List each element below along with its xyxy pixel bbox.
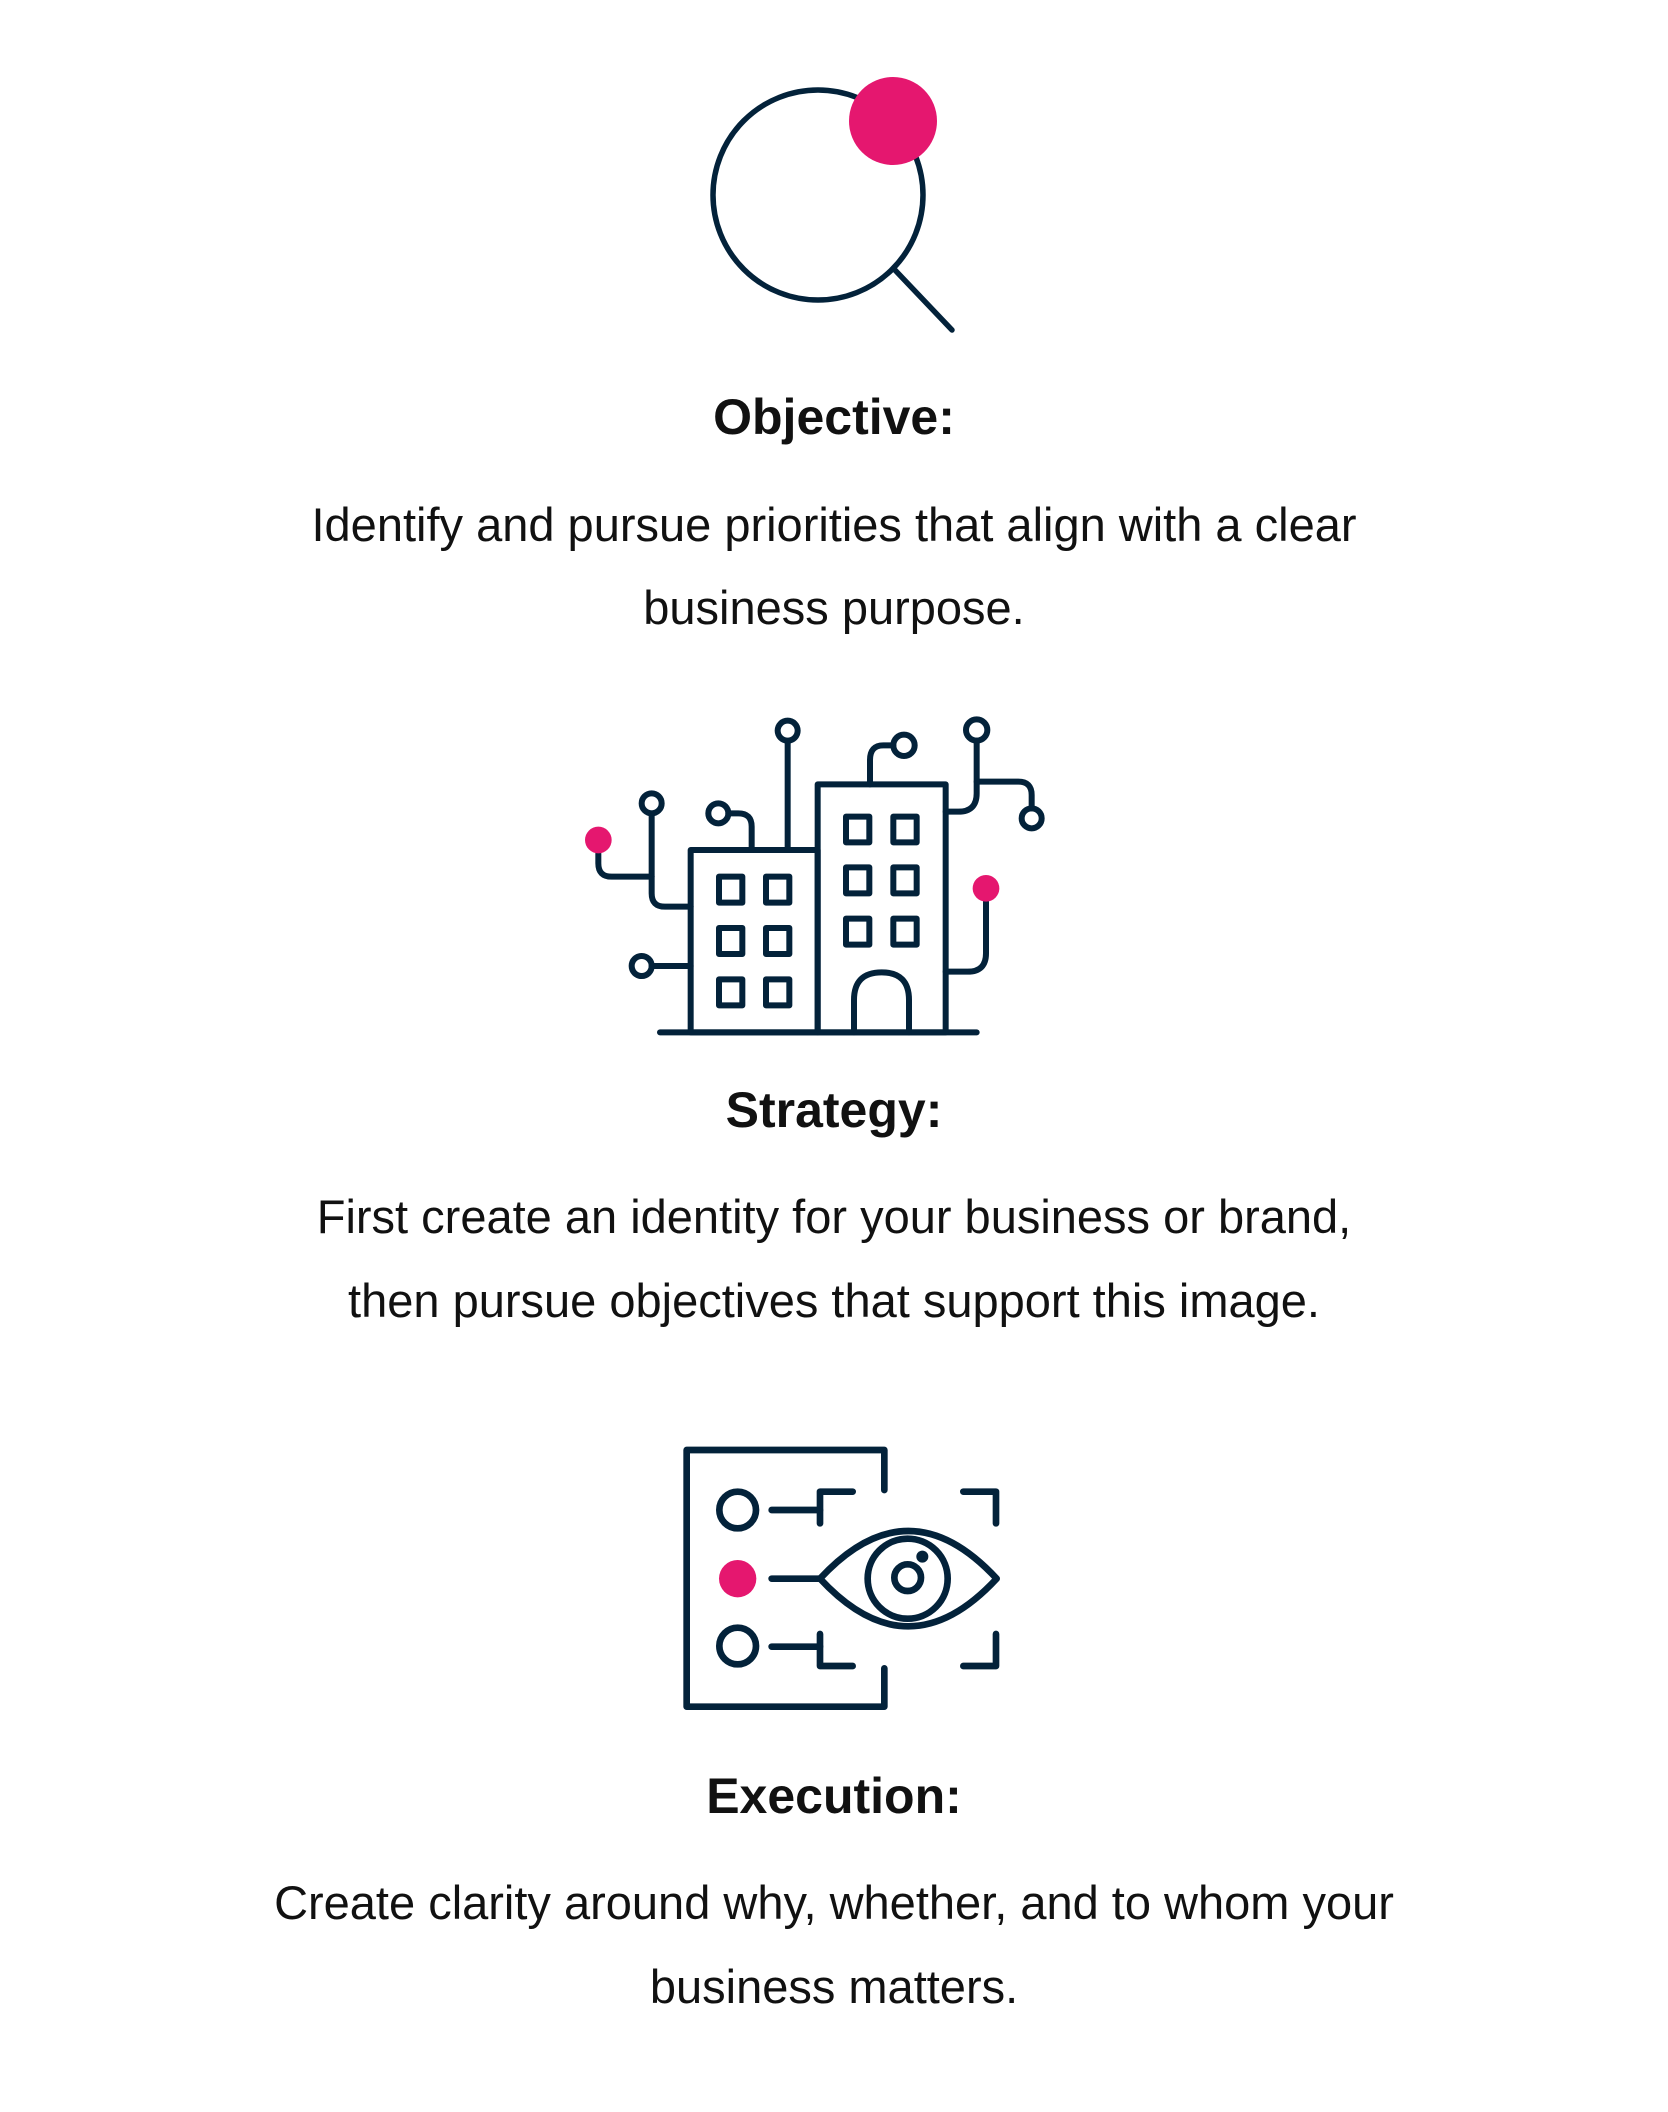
execution-heading: Execution: — [706, 1768, 962, 1824]
objective-text-line-2: business purpose. — [643, 581, 1025, 634]
strategy-text-line-2: then pursue objectives that support this… — [348, 1274, 1320, 1327]
buildings-network-icon — [585, 716, 1045, 1036]
objective-heading: Objective: — [713, 389, 955, 445]
execution-text-line-1: Create clarity around why, whether, and … — [274, 1876, 1394, 1929]
strategy-heading: Strategy: — [725, 1082, 943, 1138]
execution-text-line-2: business matters. — [649, 1960, 1019, 2013]
objective-text-line-1: Identify and pursue priorities that alig… — [311, 498, 1357, 551]
strategy-text-line-1: First create an identity for your busine… — [316, 1190, 1352, 1243]
magnifier-icon — [710, 77, 955, 333]
document-eye-icon — [683, 1446, 1000, 1710]
